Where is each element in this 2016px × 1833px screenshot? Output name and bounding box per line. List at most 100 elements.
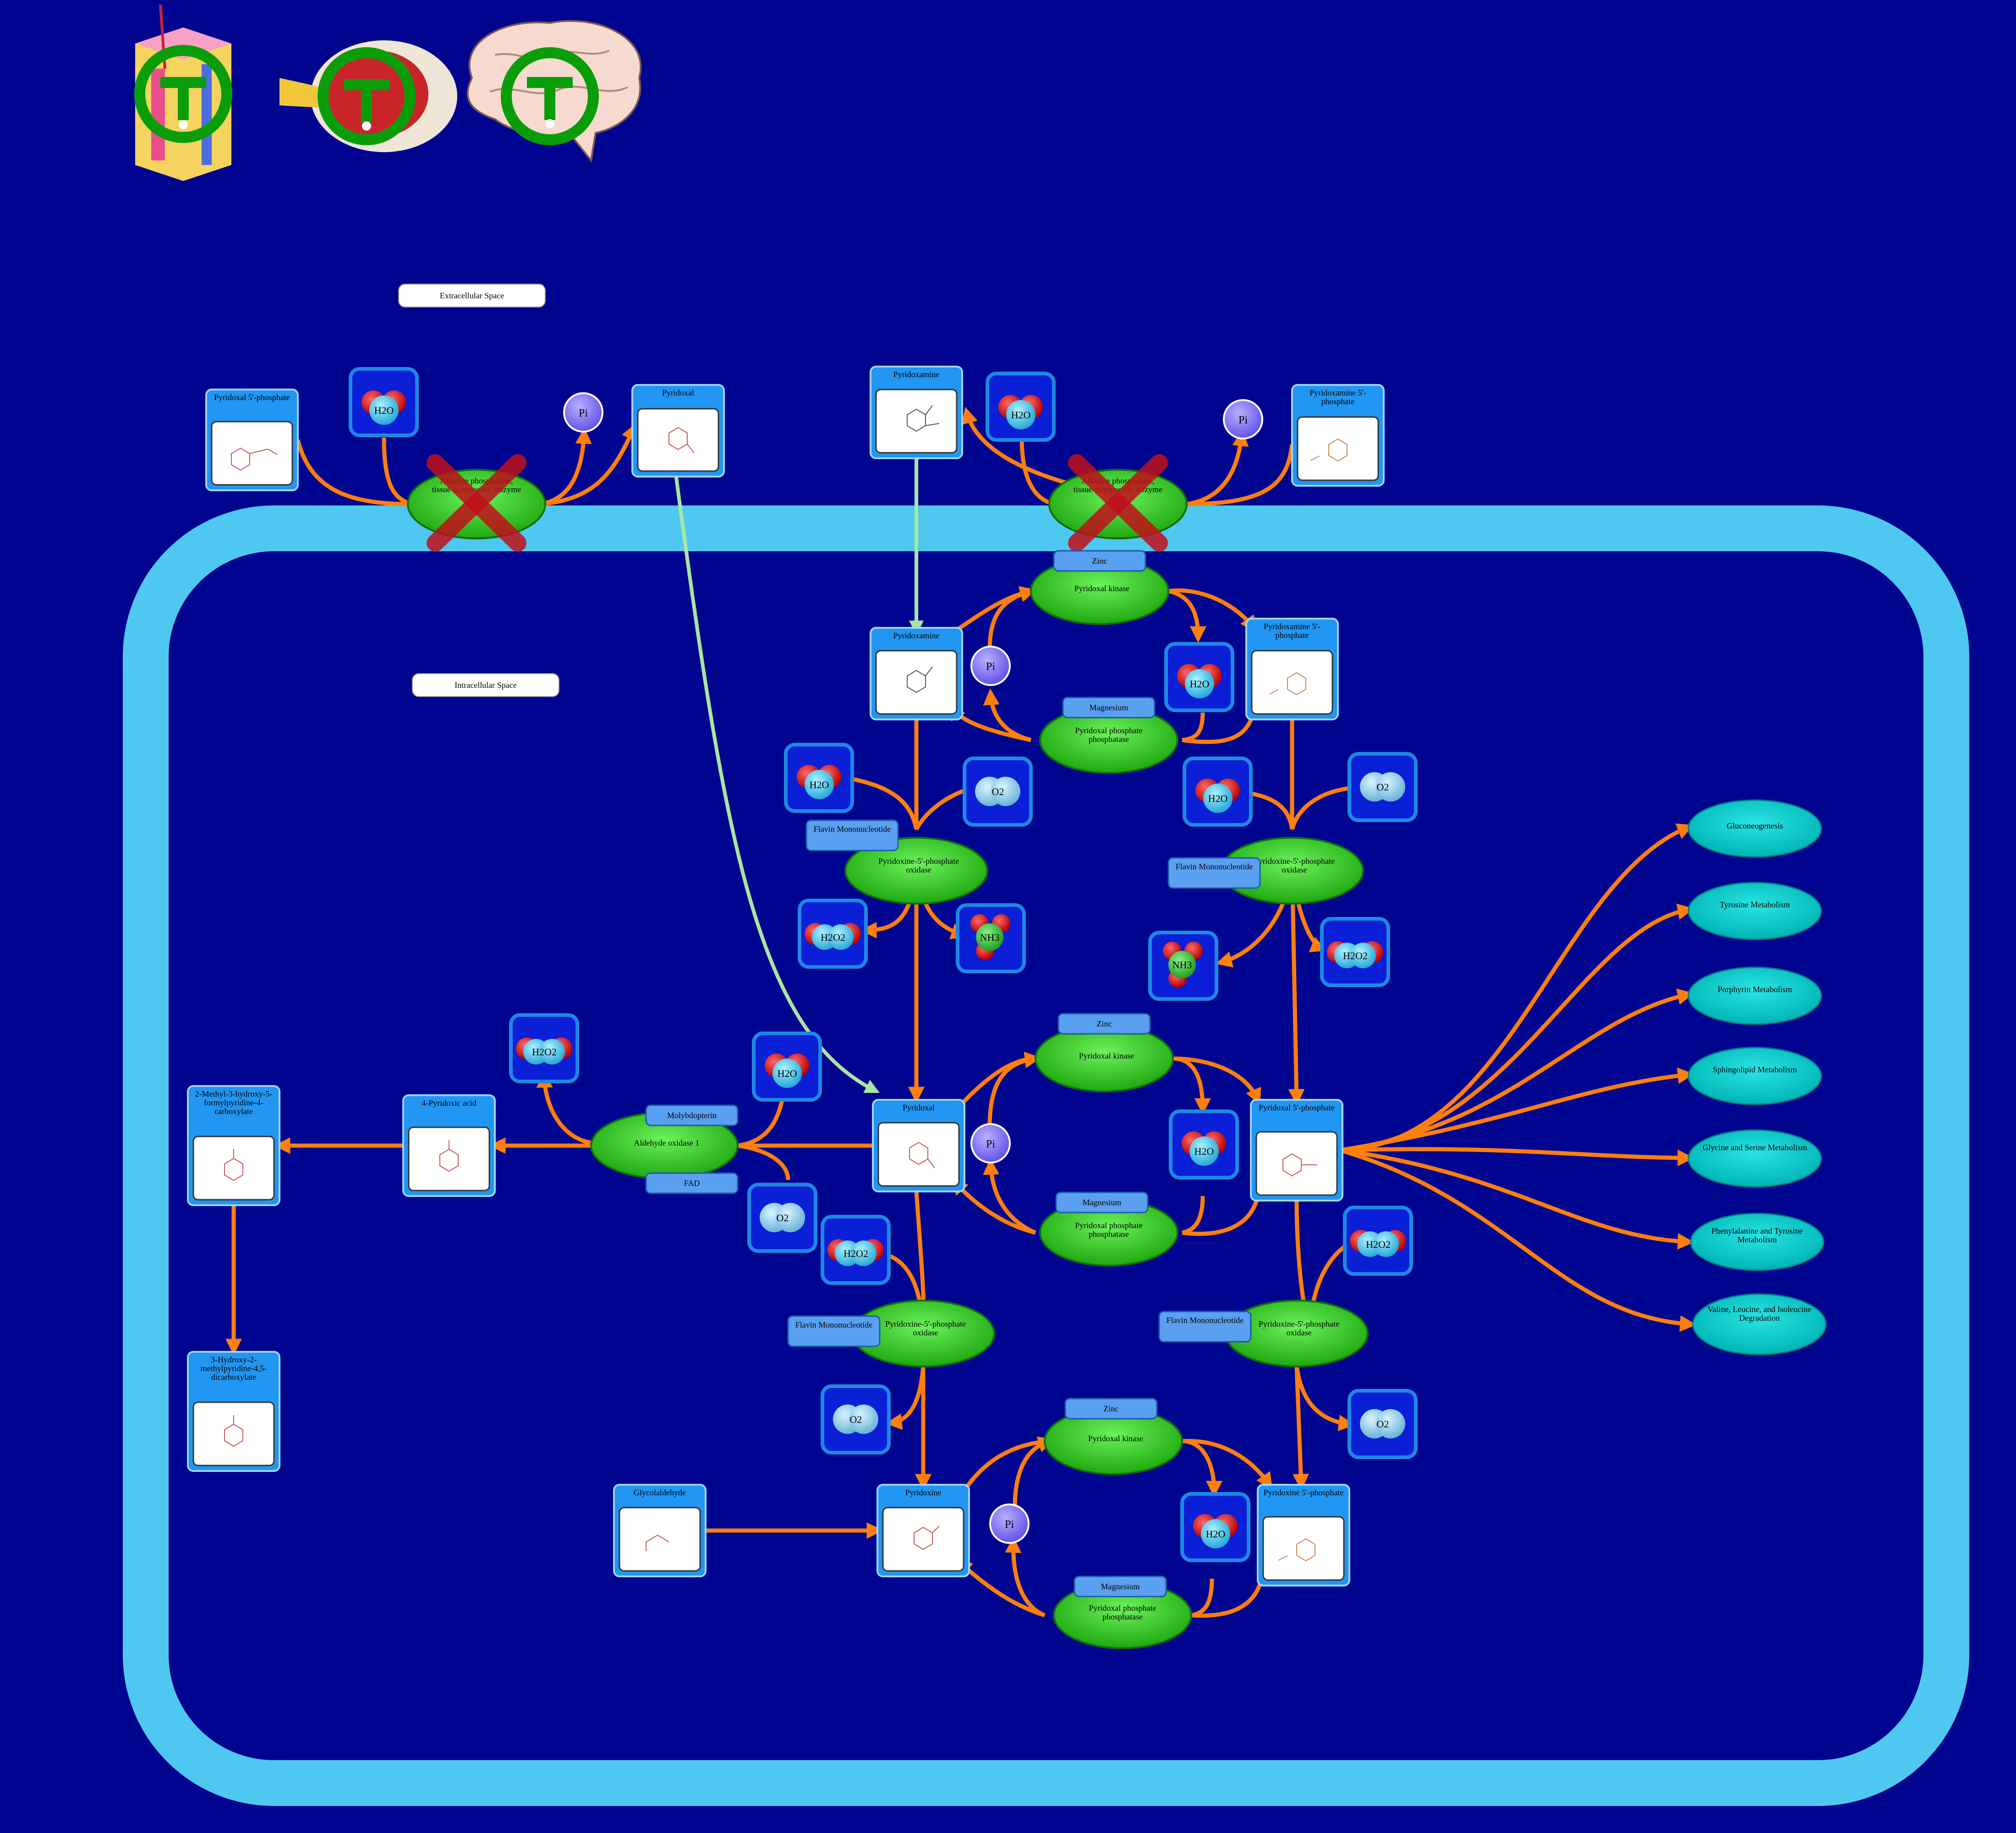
svg-text:H2O2: H2O2 [532, 1046, 557, 1058]
enzyme-label: Pyridoxine-5'-phosphate oxidase [1258, 1320, 1340, 1337]
svg-text:FAD: FAD [684, 1179, 700, 1188]
svg-text:Pi: Pi [986, 661, 995, 673]
water-tile: H2O [752, 1032, 822, 1102]
svg-text:H2O: H2O [1190, 678, 1210, 690]
phosphate-icon: Pi [970, 1123, 1011, 1163]
svg-text:Extracellular Space: Extracellular Space [440, 291, 504, 300]
compound-pyridoxine[interactable]: Pyridoxine [877, 1484, 970, 1577]
pathway-tyrosine-metabolism: Tyrosine Metabolism [1687, 882, 1822, 940]
enzyme-label: Pyridoxal phosphate phosphatase [1075, 1221, 1143, 1239]
cofactor-zinc-2: Zinc [1057, 1013, 1151, 1035]
water-tile: H2O [784, 743, 854, 813]
compound-ext-pyridoxamine[interactable]: Pyridoxamine [870, 366, 963, 459]
enzyme-label: Pyridoxine-5'-phosphate oxidase [878, 857, 959, 874]
svg-text:H2O: H2O [778, 1068, 797, 1079]
cofactor-fad: FAD [645, 1172, 739, 1194]
ammonia-tile: NH3 [956, 903, 1026, 973]
enzyme-pyridoxal-kinase-1[interactable]: Pyridoxal kinase [1030, 557, 1169, 625]
compound-4-pyridoxic-acid[interactable]: 4-Pyridoxic acid [402, 1094, 496, 1197]
hydrogen-peroxide-tile: H2O2 [798, 899, 868, 969]
svg-text:H2O: H2O [374, 405, 394, 416]
intracellular-label: Intracellular Space [412, 673, 559, 697]
cofactor-fmn-1: Flavin Mononucleotide [805, 819, 899, 851]
hydrogen-peroxide-tile: H2O2 [509, 1013, 579, 1083]
compound-pyridoxine-5-phosphate[interactable]: Pyridoxine 5'-phosphate [1257, 1484, 1350, 1586]
enzyme-label: Pyridoxal phosphate phosphatase [1089, 1604, 1156, 1621]
svg-text:Pi: Pi [579, 407, 588, 419]
hydrogen-peroxide-tile: H2O2 [821, 1215, 891, 1285]
phosphate-circles: Pi Pi Pi Pi Pi [563, 392, 1263, 1544]
compound-ext-pyridoxamine-5-phosphate[interactable]: Pyridoxamine 5'-phosphate [1291, 384, 1385, 487]
pathway-gluconeogenesis: Gluconeogenesis [1687, 799, 1822, 858]
pathway-phenylalanine-tyrosine-metabolism: Phenylalanine and Tyrosine Metabolism [1690, 1213, 1824, 1271]
svg-text:Magnesium: Magnesium [1101, 1582, 1140, 1591]
oxygen-tile: O2 [963, 757, 1033, 827]
compound-pyridoxal-5-phosphate[interactable]: Pyridoxal 5'-phosphate [1250, 1099, 1343, 1202]
svg-text:NH3: NH3 [1172, 959, 1192, 971]
brain-icon [466, 20, 642, 163]
skin-icon [134, 4, 232, 181]
compound-pyridoxamine-5-phosphate[interactable]: Pyridoxamine 5'-phosphate [1245, 618, 1339, 720]
svg-text:Pi: Pi [1005, 1519, 1014, 1531]
enzyme-label: Pyridoxal kinase [1088, 1434, 1144, 1443]
compound-ext-pyridoxal-5-phosphate[interactable]: Pyridoxal 5'-phosphate [205, 389, 299, 491]
pathway-links[interactable]: Gluconeogenesis Tyrosine Metabolism Porp… [1687, 799, 1827, 1356]
reaction-arrows [225, 406, 1697, 1618]
water-tile: H2O [1164, 642, 1234, 712]
phosphate-icon: Pi [970, 646, 1011, 686]
enzyme-alkaline-phosphatase-left[interactable]: Alkaline phosphatase, tissue-nonspecific… [407, 454, 546, 552]
compound-glycolaldehyde[interactable]: Glycolaldehyde [613, 1484, 707, 1577]
svg-text:Magnesium: Magnesium [1090, 703, 1129, 712]
phosphate-icon: Pi [989, 1504, 1030, 1544]
enzyme-pyridoxal-kinase-2[interactable]: Pyridoxal kinase [1035, 1025, 1174, 1092]
compound-label: Pyridoxamine 5'-phosphate [1309, 389, 1366, 406]
enzyme-label: Pyridoxal kinase [1079, 1052, 1134, 1060]
enzyme-alkaline-phosphatase-right[interactable]: Alkaline phosphatase, tissue-nonspecific… [1048, 454, 1188, 552]
svg-text:O2: O2 [1377, 1418, 1389, 1430]
pathway-valine-leucine-isoleucine-degradation: Valine, Leucine, and Isoleucine Degradat… [1692, 1293, 1827, 1356]
svg-text:Intracellular Space: Intracellular Space [455, 681, 516, 690]
cofactor-magnesium-2: Magnesium [1055, 1191, 1149, 1213]
phosphate-icon: Pi [563, 392, 603, 433]
cofactor-fmn-4: Flavin Mononucleotide [1158, 1311, 1252, 1343]
enzyme-label: Pyridoxine-5'-phosphate oxidase [885, 1320, 966, 1337]
svg-text:H2O2: H2O2 [821, 932, 845, 943]
compound-label: Glycolaldehyde [634, 1488, 686, 1497]
oxygen-tile: O2 [1348, 1389, 1418, 1459]
transport-arrows [674, 458, 924, 1093]
enzyme-pnpo-1[interactable]: Pyridoxine-5'-phosphate oxidase [844, 837, 988, 905]
svg-text:H2O: H2O [1194, 1146, 1214, 1157]
compound-label: 2-Methyl-3-hydroxy-5-formylpyridine-4-ca… [195, 1090, 273, 1116]
compound-ext-pyridoxal[interactable]: Pyridoxal [631, 384, 725, 477]
enzyme-pnpo-4[interactable]: Pyridoxine-5'-phosphate oxidase [1225, 1300, 1369, 1367]
compound-methyl-formyl-pyridine-carboxylate[interactable]: 2-Methyl-3-hydroxy-5-formylpyridine-4-ca… [187, 1085, 280, 1206]
cofactor-fmn-2: Flavin Mononucleotide [1167, 857, 1261, 889]
svg-text:H2O2: H2O2 [1366, 1239, 1391, 1250]
compound-pyridoxal[interactable]: Pyridoxal [872, 1099, 965, 1192]
svg-text:Pi: Pi [986, 1138, 995, 1150]
cofactor-zinc-3: Zinc [1064, 1398, 1158, 1420]
svg-text:H2O2: H2O2 [1343, 950, 1368, 961]
enzyme-pyridoxal-phosphate-phosphatase-3[interactable]: Pyridoxal phosphate phosphatase [1053, 1581, 1192, 1649]
pathway-porphyrin-metabolism: Porphyrin Metabolism [1687, 966, 1822, 1025]
compound-label: Pyridoxal [662, 389, 694, 397]
pathway-glycine-serine-metabolism: Glycine and Serine Metabolism [1687, 1129, 1822, 1188]
svg-text:O2: O2 [992, 786, 1004, 797]
svg-text:O2: O2 [850, 1414, 862, 1425]
svg-text:H2O2: H2O2 [844, 1248, 868, 1259]
compound-label: Pyridoxal [903, 1103, 935, 1112]
compound-hydroxy-methylpyridine-dicarboxylate[interactable]: 3-Hydroxy-2-methylpyridine-4,5-dicarboxy… [187, 1351, 280, 1472]
enzyme-label: Pyridoxal phosphate phosphatase [1075, 726, 1143, 744]
svg-text:Molybdopterin: Molybdopterin [667, 1111, 717, 1120]
compound-label: Pyridoxine 5'-phosphate [1263, 1488, 1344, 1497]
oxygen-tile: O2 [747, 1183, 817, 1253]
svg-text:H2O: H2O [1011, 409, 1031, 421]
cofactor-magnesium-3: Magnesium [1074, 1575, 1167, 1597]
water-tile: H2O [1169, 1109, 1239, 1180]
cofactor-fmn-3: Flavin Mononucleotide [787, 1315, 881, 1347]
ammonia-tile: NH3 [1148, 931, 1218, 1001]
compound-pyridoxamine[interactable]: Pyridoxamine [870, 627, 963, 720]
compound-label: Pyridoxamine 5'-phosphate [1264, 622, 1320, 640]
eye-icon [279, 40, 457, 152]
svg-text:NH3: NH3 [980, 932, 1000, 943]
